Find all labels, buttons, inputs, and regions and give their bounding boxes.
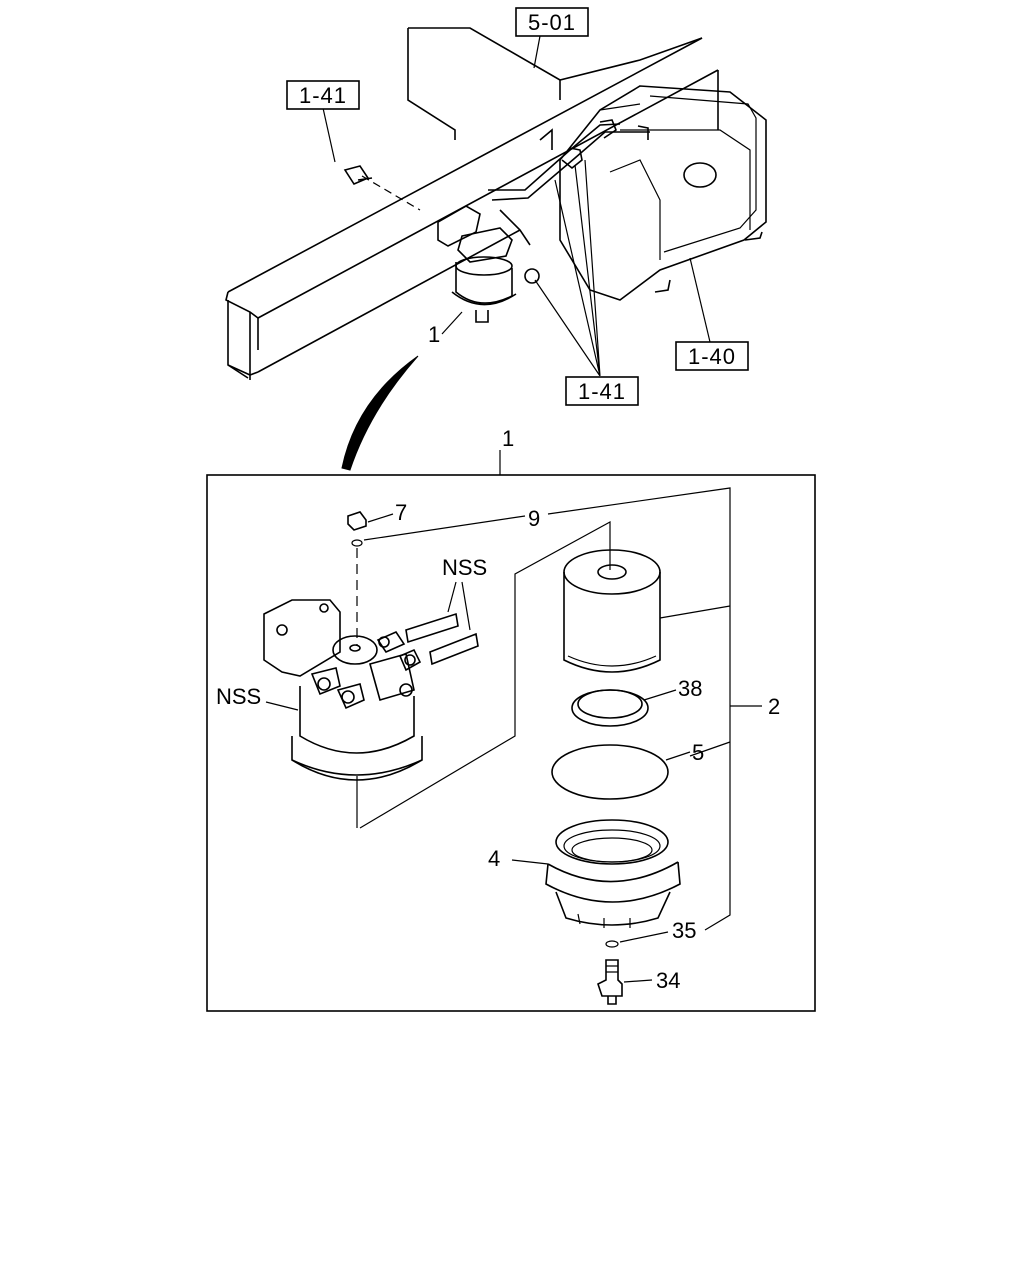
- upper-leaders: [322, 35, 711, 377]
- callout-o-ring-plug: 9: [528, 506, 540, 531]
- bolt-top: [343, 165, 373, 186]
- ref-box-frame[interactable]: 5-01: [515, 7, 589, 37]
- filter-housing: [291, 686, 423, 781]
- o-ring-35: [605, 940, 619, 948]
- fuel-lines: [488, 119, 650, 246]
- callout-plug: 7: [395, 500, 407, 525]
- ref-tank-label: 1-40: [688, 344, 736, 369]
- bowl-4: [545, 819, 681, 928]
- ref-box-bolt[interactable]: 1-41: [286, 80, 360, 110]
- callout-o-ring-drain: 35: [672, 918, 696, 943]
- chassis-frame-rail: [225, 27, 719, 380]
- fuel-tank: [559, 85, 767, 301]
- filter-assembly-installed: [437, 205, 540, 323]
- detail-box: [206, 474, 816, 1012]
- detail-arrow: [341, 355, 419, 471]
- callout-gasket: 5: [692, 740, 704, 765]
- ref-box-lines[interactable]: 1-41: [565, 376, 639, 406]
- callout-filter-assembly-box: 1: [502, 426, 514, 451]
- nss-pipes: [405, 612, 479, 666]
- seal-ring-38: [571, 689, 649, 727]
- ref-bolt-label: 1-41: [299, 83, 347, 108]
- gasket-5: [551, 744, 669, 800]
- callout-drain-plug: 34: [656, 968, 680, 993]
- callout-nss-head: NSS: [216, 684, 261, 709]
- drain-plug-34: [597, 959, 623, 1005]
- filter-head: [263, 599, 422, 710]
- plug-7: [347, 511, 367, 547]
- callout-filter-assembly-top: 1: [428, 322, 440, 347]
- callout-nss-pipes: NSS: [442, 555, 487, 580]
- ref-lines-label: 1-41: [578, 379, 626, 404]
- ref-box-tank[interactable]: 1-40: [675, 341, 749, 371]
- ref-frame-label: 5-01: [528, 10, 576, 35]
- filter-element: [563, 549, 661, 673]
- callout-seal-ring: 38: [678, 676, 702, 701]
- callout-bowl: 4: [488, 846, 500, 871]
- callout-element-kit: 2: [768, 694, 780, 719]
